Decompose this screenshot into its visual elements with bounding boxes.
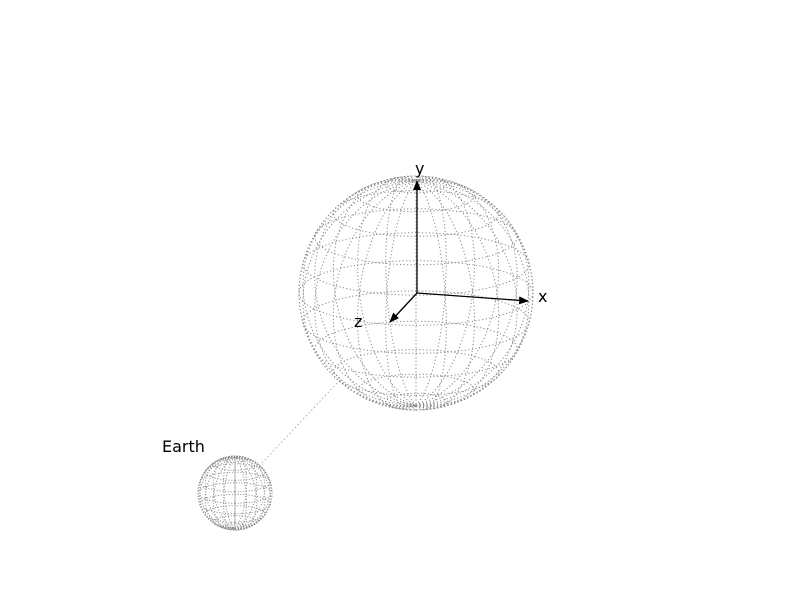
axis-label-x: x [538,287,547,306]
axis-label-y: y [415,159,424,178]
longitude-line [212,456,258,530]
longitude-line [385,175,447,411]
longitude-line [223,455,247,531]
longitude-line [332,177,500,409]
sphere-outline [197,455,273,531]
latitude-line [356,373,476,407]
axes [389,180,529,323]
latitude-line [302,232,530,296]
longitude-line [314,178,518,408]
earth-sphere-wireframe [197,455,273,531]
z-axis-arrow [389,292,418,323]
longitude-line [332,177,500,409]
main-sphere-wireframe [298,175,534,411]
connection-line [261,379,341,464]
latitude-line [332,349,500,396]
latitude-line [314,208,518,266]
sphere-outline [298,175,534,411]
latitude-line [223,455,247,463]
axis-label-z: z [354,312,362,331]
x-axis-arrow [416,292,529,305]
earth-label: Earth [162,437,205,456]
longitude-line [223,455,247,531]
